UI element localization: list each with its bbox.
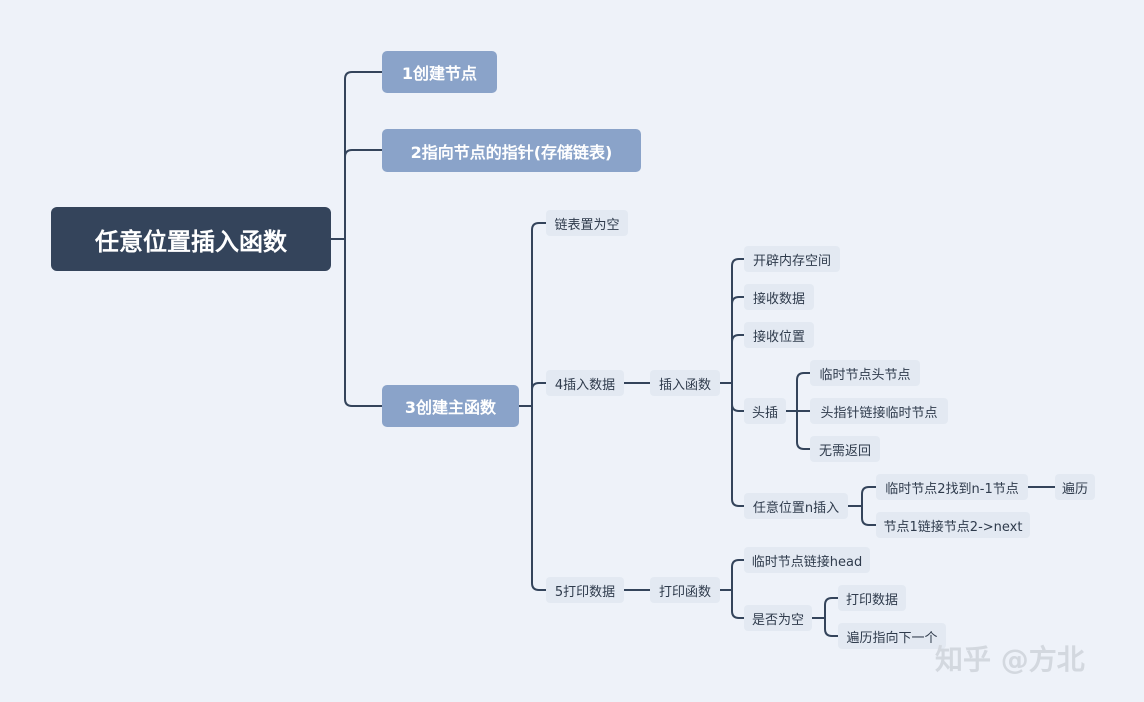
connector-line (848, 505, 876, 526)
root-node[interactable]: 任意位置插入函数 (51, 207, 331, 271)
node-traverse-next[interactable]: 遍历指向下一个 (838, 623, 946, 649)
node-receive-position[interactable]: 接收位置 (744, 322, 814, 348)
node-link-node1-node2[interactable]: 节点1链接节点2->next (876, 512, 1030, 538)
connector-line (720, 334, 744, 384)
connector-line (331, 71, 382, 240)
connector-line (720, 559, 744, 591)
connector-line (519, 222, 546, 407)
node-print-function[interactable]: 打印函数 (650, 577, 720, 603)
node-position-n-insert[interactable]: 任意位置n插入 (744, 493, 848, 519)
node-print-data[interactable]: 5打印数据 (546, 577, 624, 603)
connector-line (519, 382, 546, 407)
connector-line (519, 405, 546, 591)
connector-line (720, 589, 744, 619)
node-temp-head[interactable]: 临时节点头节点 (810, 360, 920, 386)
connector-line (720, 258, 744, 384)
connector-line (720, 382, 744, 507)
connector-line (786, 410, 810, 450)
node-traverse[interactable]: 遍历 (1055, 474, 1095, 500)
node-head-insert[interactable]: 头插 (744, 398, 786, 424)
node-list-set-empty[interactable]: 链表置为空 (546, 210, 628, 236)
watermark-text: 知乎 @方北 (935, 643, 1085, 676)
node-no-return[interactable]: 无需返回 (810, 436, 880, 462)
node-temp2-find-n-1[interactable]: 临时节点2找到n-1节点 (876, 474, 1028, 500)
connector-line (331, 238, 382, 407)
branch-create-main[interactable]: 3创建主函数 (382, 385, 519, 427)
node-receive-data[interactable]: 接收数据 (744, 284, 814, 310)
node-insert-data[interactable]: 4插入数据 (546, 370, 624, 396)
connector-line (812, 617, 838, 637)
branch-create-node[interactable]: 1创建节点 (382, 51, 497, 93)
branch-node-pointer[interactable]: 2指向节点的指针(存储链表) (382, 129, 641, 172)
connector-line (848, 486, 876, 507)
node-insert-function[interactable]: 插入函数 (650, 370, 720, 396)
node-head-pointer-link[interactable]: 头指针链接临时节点 (810, 398, 948, 424)
node-temp-link-head[interactable]: 临时节点链接head (744, 547, 870, 573)
connector-line (720, 296, 744, 384)
node-print-data-leaf[interactable]: 打印数据 (838, 585, 906, 611)
connector-line (812, 597, 838, 619)
connector-line (786, 372, 810, 412)
connector-line (331, 149, 382, 240)
node-allocate-memory[interactable]: 开辟内存空间 (744, 246, 840, 272)
node-is-empty[interactable]: 是否为空 (744, 605, 812, 631)
